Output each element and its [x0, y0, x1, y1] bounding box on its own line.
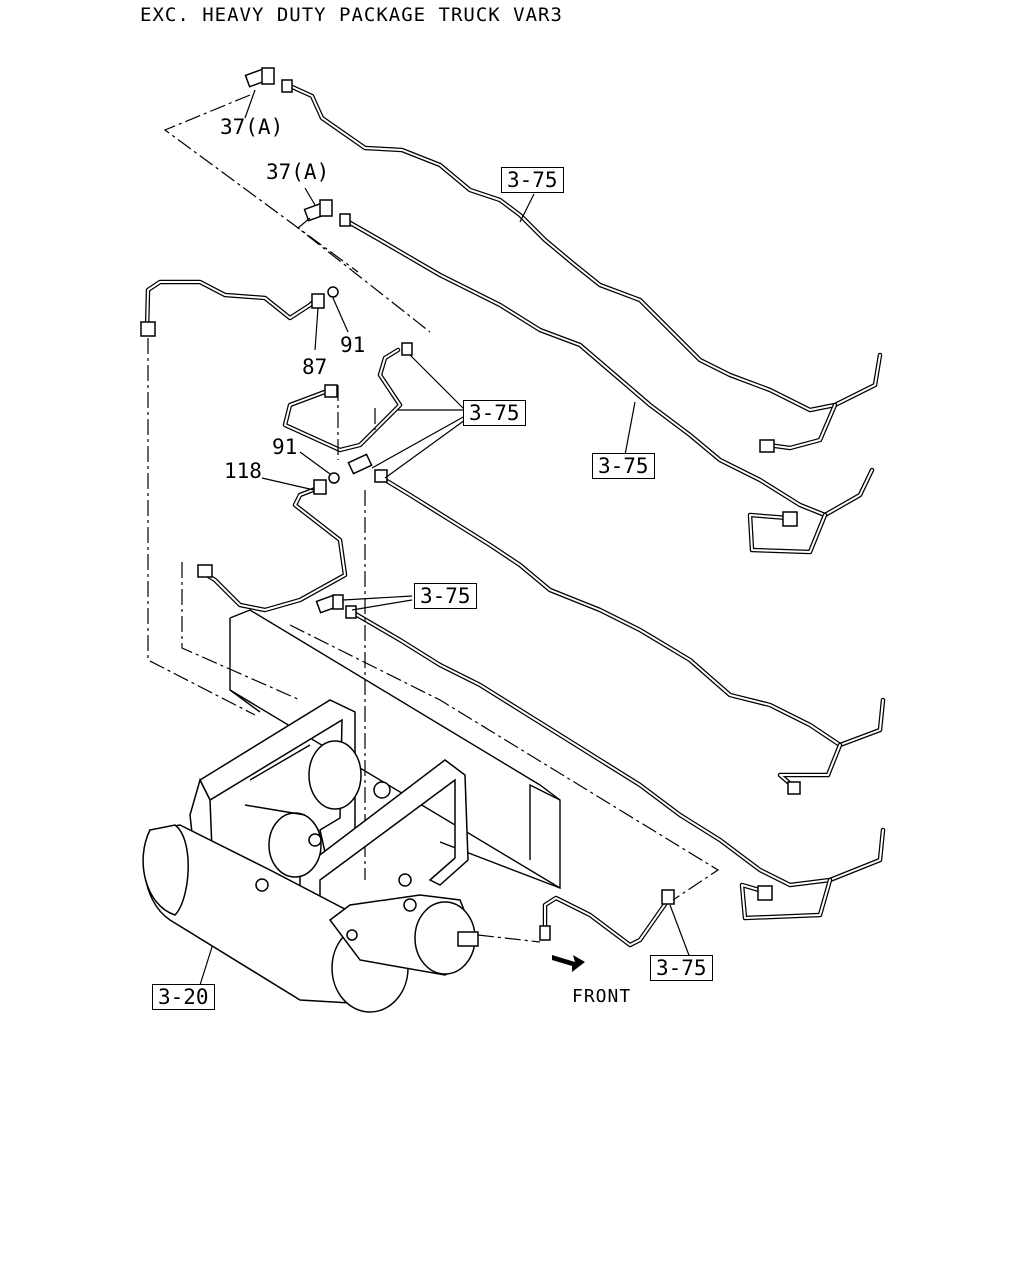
pipe-line-short-bend	[282, 347, 403, 453]
ref-box-3-75-top[interactable]: 3-75	[501, 167, 564, 193]
pipe-line-second	[342, 217, 875, 555]
label-91-lower: 91	[272, 435, 298, 459]
ref-box-3-75-mid[interactable]: 3-75	[463, 400, 526, 426]
fittings	[140, 67, 801, 941]
front-label: FRONT	[572, 986, 632, 1007]
label-37a-mid: 37(A)	[266, 160, 330, 184]
pipe-line-118	[199, 485, 348, 613]
ref-box-3-75-lower[interactable]: 3-75	[414, 583, 477, 609]
ref-box-3-20[interactable]: 3-20	[152, 984, 215, 1010]
label-118: 118	[224, 459, 262, 483]
ref-box-3-75-right[interactable]: 3-75	[592, 453, 655, 479]
label-37a-top: 37(A)	[220, 115, 284, 139]
leader-lines	[199, 89, 691, 986]
air-tank-assembly	[142, 699, 479, 1013]
ref-box-3-75-bottom[interactable]: 3-75	[650, 955, 713, 981]
pipe-line-front	[542, 895, 671, 948]
diagram-title: EXC. HEAVY DUTY PACKAGE TRUCK VAR3	[140, 4, 563, 26]
pipe-line-third	[379, 475, 886, 791]
label-87: 87	[302, 355, 328, 379]
front-arrow-icon	[552, 955, 585, 972]
pipe-line-fourth	[349, 609, 886, 921]
connector-lines	[147, 94, 720, 943]
pipe-line-left	[144, 279, 321, 333]
label-91-upper: 91	[340, 333, 366, 357]
pipe-line-top	[287, 83, 883, 451]
